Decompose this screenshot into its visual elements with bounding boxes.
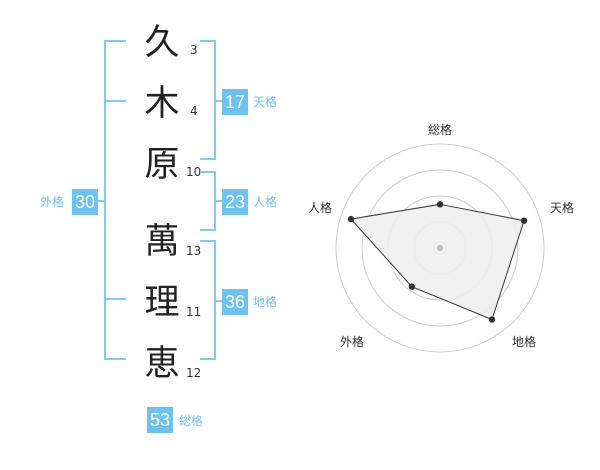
radar-point-2 bbox=[520, 217, 528, 224]
radar-center bbox=[437, 245, 443, 251]
radar-axis-label-5: 人格 bbox=[308, 200, 332, 215]
gaikaku-bracket-tick-top bbox=[104, 100, 126, 102]
jinkaku-label: 人格 bbox=[253, 195, 278, 209]
soukaku-score: 53 bbox=[147, 407, 173, 433]
chikaku-label: 地格 bbox=[253, 295, 278, 309]
name-char-6: 恵 bbox=[144, 344, 180, 384]
radar-axis-label-3: 地格 bbox=[512, 334, 536, 349]
tenkaku-label: 天格 bbox=[253, 95, 278, 109]
radar-point-4 bbox=[408, 283, 416, 290]
jinkaku-bracket bbox=[200, 171, 216, 231]
jinkaku-score: 23 bbox=[222, 189, 248, 215]
gaikaku-bracket-tick-bottom bbox=[104, 298, 126, 300]
radar-point-1 bbox=[436, 201, 444, 208]
stroke-count-5: 11 bbox=[186, 305, 202, 319]
radar-axis-label-1: 総格 bbox=[428, 122, 452, 137]
gaikaku-score: 30 bbox=[72, 189, 98, 215]
stroke-count-4: 13 bbox=[186, 244, 202, 258]
gaikaku-bracket bbox=[104, 40, 126, 360]
radar-ring-2 bbox=[361, 169, 519, 327]
name-char-1: 久 bbox=[144, 23, 180, 63]
gaikaku-connector bbox=[98, 200, 104, 202]
name-char-2: 木 bbox=[144, 84, 180, 124]
stroke-count-3: 10 bbox=[186, 165, 202, 179]
radar-point-3 bbox=[488, 316, 496, 323]
tenkaku-score: 17 bbox=[222, 89, 248, 115]
name-char-4: 萬 bbox=[144, 222, 180, 262]
gaikaku-label: 外格 bbox=[40, 195, 65, 209]
jinkaku-connector bbox=[216, 200, 222, 202]
radar-axis-label-4: 外格 bbox=[340, 334, 364, 349]
tenkaku-bracket bbox=[200, 40, 216, 160]
tenkaku-connector bbox=[216, 100, 222, 102]
soukaku-label: 総格 bbox=[179, 414, 204, 428]
stroke-count-6: 12 bbox=[186, 366, 202, 380]
stroke-count-2: 4 bbox=[190, 104, 198, 118]
name-char-5: 理 bbox=[144, 283, 180, 323]
chikaku-score: 36 bbox=[222, 289, 248, 315]
radar-axis-label-2: 天格 bbox=[550, 200, 574, 215]
radar-polygon bbox=[349, 203, 525, 321]
radar-ring-1 bbox=[335, 143, 545, 353]
chikaku-bracket bbox=[200, 240, 216, 360]
chikaku-connector bbox=[216, 300, 222, 302]
radar-point-5 bbox=[347, 215, 355, 223]
stroke-count-1: 3 bbox=[190, 43, 198, 57]
name-char-3: 原 bbox=[144, 145, 180, 185]
